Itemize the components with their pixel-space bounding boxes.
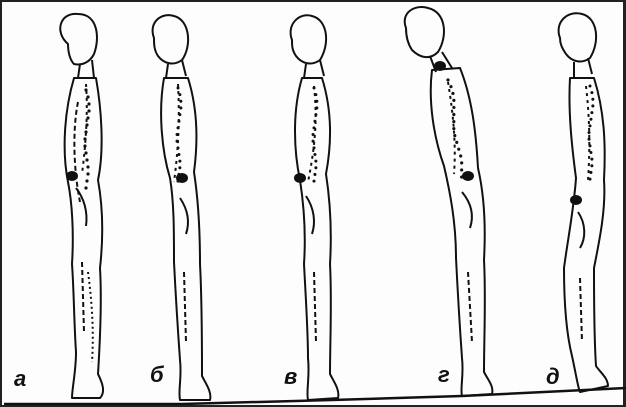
label-v: в (284, 366, 297, 388)
figure-g (405, 7, 493, 396)
ground-line (4, 388, 626, 404)
figure-a (60, 14, 103, 398)
figure-v (291, 15, 339, 400)
label-b: б (150, 364, 164, 386)
label-a: а (14, 368, 26, 390)
figure-b (153, 15, 211, 400)
label-g: г (438, 364, 450, 386)
figure-d (559, 13, 608, 392)
label-d: д (546, 366, 560, 388)
